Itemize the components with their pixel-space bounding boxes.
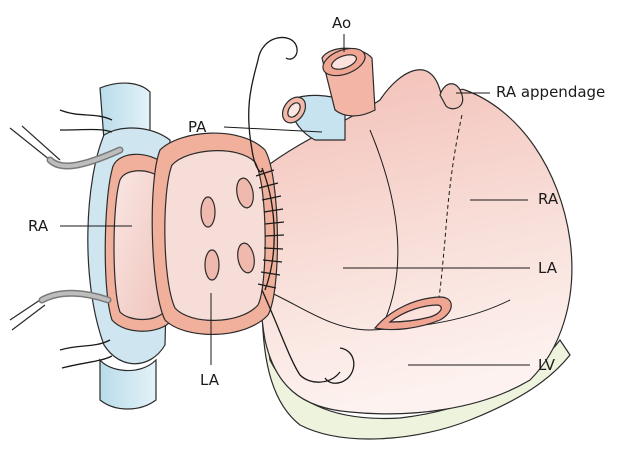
label-ra-right: RA [538,190,559,208]
recipient-la-inner [165,151,265,321]
vascular-clamp-bottom [10,293,108,330]
label-lv: LV [538,356,556,374]
suture-needle-top [258,37,297,60]
label-ra-appendage: RA appendage [496,83,605,101]
pulmonary-vein-3 [205,250,219,280]
cava-bottom [100,360,156,409]
label-ra-left: RA [28,217,49,235]
label-la-bottom: LA [200,371,220,389]
label-ao: Ao [332,14,351,32]
label-pa: PA [188,118,207,136]
pulmonary-vein-1 [201,197,215,227]
label-la-right: LA [538,259,558,277]
